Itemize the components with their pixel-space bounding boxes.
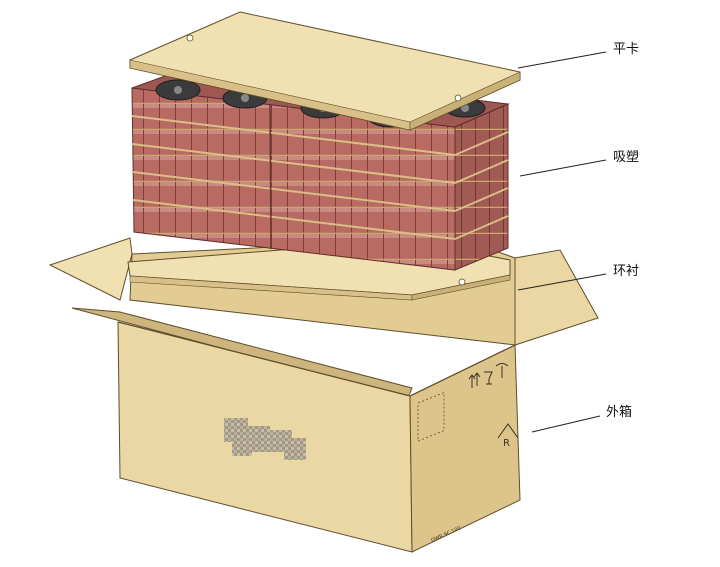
dashed-label-area (417, 392, 445, 442)
recycle-icon: R (497, 423, 519, 449)
keep-dry-icon (495, 363, 509, 378)
flat-card (129, 11, 521, 131)
carton-right-flap (514, 249, 599, 346)
leader-flat-card (517, 51, 607, 69)
tray-stack-side (454, 103, 509, 271)
label-outer-carton: 外箱 (606, 405, 633, 420)
fragile-icon (484, 371, 493, 385)
svg-text:R: R (503, 438, 510, 449)
label-blister-tray: 吸塑 (613, 150, 640, 165)
label-flat-card: 平卡 (613, 42, 640, 57)
carton-left-flap (48, 237, 133, 301)
label-ring-liner: 环衬 (613, 264, 640, 279)
leader-outer-carton (531, 415, 601, 433)
blurred-logo (224, 418, 306, 460)
leader-blister-tray (519, 159, 607, 177)
leader-ring-liner (517, 273, 607, 291)
this-side-up-icon (468, 372, 481, 388)
handling-icons: R (468, 363, 519, 449)
callout-lines (517, 51, 607, 433)
